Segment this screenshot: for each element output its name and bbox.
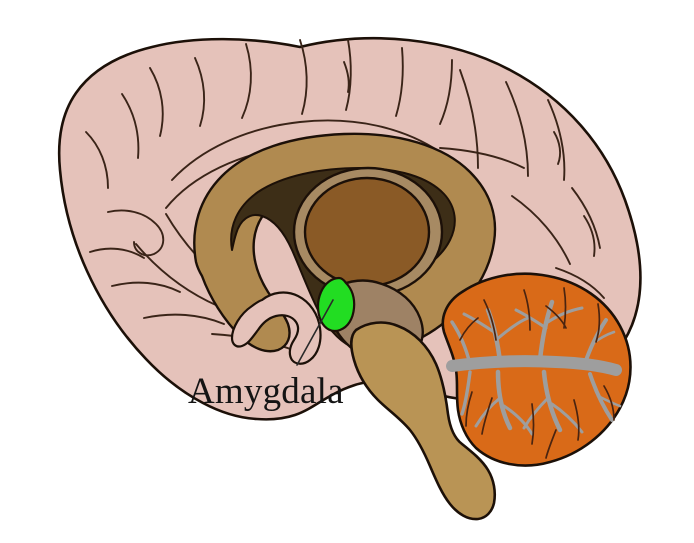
- sulcus-occipital-2: [583, 215, 596, 257]
- sulcus-parietal-1: [439, 147, 525, 169]
- sulcus-frontal-1: [149, 67, 164, 137]
- sulcus-vertex-2: [299, 39, 308, 115]
- arbor-branch-u1b: [494, 316, 530, 342]
- arbor-branch-u4: [450, 320, 472, 366]
- sulcus-parietal-3: [547, 99, 566, 181]
- arbor-vitae-trunk: [446, 355, 622, 376]
- arbor-branch-d1b: [502, 404, 534, 436]
- brainstem: [349, 321, 497, 521]
- sulcus-frontal-2: [121, 93, 140, 159]
- sulcus-parietal-4: [553, 131, 562, 165]
- arbor-branch-u3a: [590, 330, 616, 346]
- amygdala-label: Amygdala: [188, 371, 344, 412]
- sulcus-temporal-1: [107, 209, 165, 257]
- folia-9: [573, 399, 580, 441]
- brainstem-group: [349, 321, 497, 521]
- arbor-branch-d2: [541, 369, 563, 433]
- arbor-branch-d2a: [522, 396, 550, 430]
- arbor-branch-u2: [537, 299, 555, 363]
- folia-12: [545, 429, 557, 459]
- sulcus-cingulate: [171, 119, 441, 181]
- thalamus-group: [303, 176, 431, 288]
- folia-7: [481, 397, 493, 435]
- sulcus-vertex-short-1: [343, 61, 350, 93]
- arbor-branch-d4: [460, 370, 472, 416]
- sulcus-occipital-3: [555, 267, 605, 299]
- cerebellum-group: [441, 272, 632, 467]
- arbor-branch-d2b: [550, 402, 584, 434]
- arbor-branch-u1a: [462, 312, 496, 334]
- sulcus-central: [459, 69, 479, 169]
- arbor-branch-u3: [582, 318, 608, 368]
- hypothalamus-group: [230, 291, 322, 365]
- arbor-branch-d3: [588, 372, 614, 422]
- thalamus: [303, 176, 431, 288]
- sulcus-frontal-4: [85, 131, 109, 189]
- folia-4: [595, 303, 601, 343]
- folia-11: [465, 391, 473, 427]
- sulcus-vertex-3: [345, 39, 352, 111]
- sulcus-temporal-4: [143, 313, 225, 325]
- amygdala[interactable]: [316, 276, 356, 333]
- sulcus-temporal-3: [111, 281, 181, 293]
- hypothalamic-lobe: [230, 291, 322, 365]
- folia-10: [603, 385, 615, 421]
- folia-1: [483, 299, 497, 341]
- sulcus-parieto-occipital: [511, 195, 571, 265]
- folia-6: [545, 305, 567, 329]
- folia-8: [531, 403, 535, 445]
- cerebellar-folia: [459, 287, 615, 459]
- sulcus-temporal-2: [89, 247, 145, 259]
- sulcus-temporal-5: [135, 243, 219, 307]
- amygdala-group[interactable]: [316, 276, 356, 333]
- sulcus-postcentral: [505, 81, 529, 177]
- folia-5: [459, 317, 479, 341]
- arbor-branch-d1: [495, 369, 513, 431]
- folia-2: [523, 289, 531, 331]
- sulcus-occipital-1: [571, 187, 601, 249]
- sulcus-frontal-3: [194, 57, 206, 127]
- arbor-branch-d1a: [474, 396, 502, 428]
- sulcus-vertex-1: [241, 43, 252, 119]
- arbor-vitae: [446, 299, 622, 436]
- arbor-branch-d3a: [596, 394, 622, 408]
- amygdala-leader-line: [296, 299, 334, 366]
- sulcus-vertex-5: [439, 59, 453, 125]
- sulcus-vertex-4: [395, 47, 404, 117]
